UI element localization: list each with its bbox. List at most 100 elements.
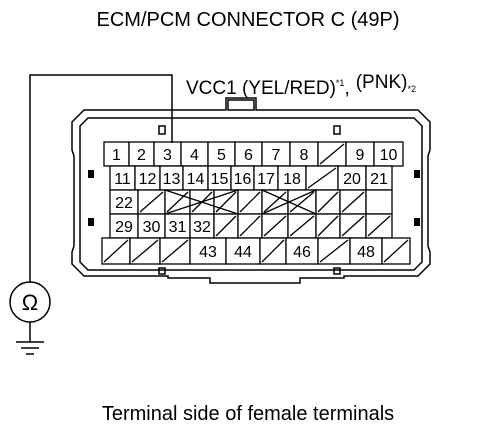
terminal-cell: 30: [137, 213, 166, 239]
empty-terminal-cell: [365, 213, 393, 239]
empty-terminal-cell: [305, 165, 339, 191]
unused-terminal-slash: [131, 239, 159, 263]
terminal-number: 43: [199, 244, 217, 261]
terminal-cell: [365, 189, 393, 215]
empty-terminal-cell: [339, 189, 367, 215]
terminal-cell: 11: [109, 165, 136, 191]
empty-terminal-cell: [159, 237, 191, 265]
terminal-number: 21: [370, 171, 388, 188]
terminal-cell: 12: [134, 165, 161, 191]
terminal-cell: 5: [207, 141, 236, 167]
unused-terminal-slash: [215, 191, 237, 213]
terminal-number: 8: [300, 147, 309, 164]
ohmmeter: Ω: [9, 281, 51, 323]
connector-latches: [88, 170, 420, 226]
empty-terminal-cell: [137, 189, 166, 215]
terminal-number: 13: [163, 171, 181, 188]
terminal-cell: 10: [373, 141, 404, 167]
unused-terminal-slash: [239, 215, 261, 237]
terminal-cell: 29: [109, 213, 139, 239]
terminal-number: 1: [112, 147, 121, 164]
terminal-number: 7: [272, 147, 281, 164]
unused-terminal-slash: [341, 191, 365, 213]
empty-terminal-cell: [287, 213, 317, 239]
cell-frame: [134, 165, 161, 191]
terminal-cell: 18: [277, 165, 307, 191]
terminal-cell: 16: [230, 165, 255, 191]
unused-terminal-slash: [263, 191, 287, 213]
terminal-number: 5: [217, 147, 226, 164]
terminal-cell: 6: [234, 141, 263, 167]
terminal-cell: 46: [285, 237, 319, 265]
terminal-cell: 2: [128, 141, 155, 167]
probe-note-2: *2: [407, 84, 416, 94]
terminal-number: 44: [234, 244, 252, 261]
terminal-number: 29: [115, 219, 133, 236]
cell-frame: [109, 165, 136, 191]
unused-terminal-slash: [215, 215, 237, 237]
terminal-number: 20: [343, 171, 361, 188]
empty-terminal-cell: [129, 237, 161, 265]
probe-label: VCC1 (YEL/RED)*1,(PNK)*2: [186, 72, 416, 99]
terminal-cell: 20: [337, 165, 367, 191]
terminal-number: 17: [257, 171, 275, 188]
terminal-cell: 17: [253, 165, 279, 191]
unused-cavity-cross: [164, 189, 239, 215]
unused-cavity-cross: [261, 189, 317, 215]
cell-frame: [349, 237, 383, 265]
terminal-cell: 31: [164, 213, 191, 239]
terminal-number: 2: [137, 147, 146, 164]
terminal-cell: 9: [345, 141, 375, 167]
terminal-number: 22: [115, 195, 133, 212]
unused-terminal-slash: [317, 191, 339, 213]
cell-frame: [109, 189, 139, 215]
empty-terminal-cell: [317, 237, 351, 265]
unused-terminal-slash: [289, 215, 315, 237]
unused-terminal-slash: [367, 215, 391, 237]
cell-frame: [137, 213, 166, 239]
cell-frame: [234, 141, 263, 167]
terminal-number: 30: [143, 219, 161, 236]
probe-wire-main: VCC1 (YEL/RED): [186, 78, 336, 99]
empty-terminal-cell: [315, 213, 341, 239]
unused-terminal-slash: [289, 191, 315, 213]
terminal-cell: 48: [349, 237, 383, 265]
empty-terminal-cell: [339, 213, 367, 239]
terminal-cell: 3: [153, 141, 182, 167]
cell-frame: [261, 141, 291, 167]
terminal-number: 10: [380, 147, 398, 164]
unused-terminal-slash: [341, 215, 365, 237]
cell-frame: [207, 141, 236, 167]
unused-terminal-slash: [319, 239, 349, 263]
cell-frame: [180, 141, 209, 167]
cell-frame: [277, 165, 307, 191]
terminal-number: 14: [187, 171, 205, 188]
terminal-cell: 32: [189, 213, 215, 239]
unused-terminal-slash: [307, 167, 337, 189]
unused-terminal-slash: [261, 239, 285, 263]
unused-terminal-slash: [161, 239, 189, 263]
terminal-cell: 1: [103, 141, 130, 167]
cell-frame: [285, 237, 319, 265]
terminal-cell: 15: [207, 165, 232, 191]
terminal-number: 4: [190, 147, 199, 164]
empty-terminal-cell: [315, 189, 341, 215]
empty-terminal-cell: [237, 213, 263, 239]
terminal-cell: 21: [365, 165, 393, 191]
cell-frame: [189, 237, 227, 265]
unused-terminal-slash: [239, 191, 261, 213]
empty-terminal-cell: [213, 213, 239, 239]
unused-terminal-slash: [317, 215, 339, 237]
terminal-cell: 8: [289, 141, 319, 167]
terminal-cell: 7: [261, 141, 291, 167]
terminal-number: 48: [357, 244, 375, 261]
empty-terminal-cell: [101, 237, 131, 265]
probe-wire: [29, 74, 173, 342]
unused-terminal-slash: [166, 191, 189, 213]
terminal-cell: 43: [189, 237, 227, 265]
cell-frame: [128, 141, 155, 167]
terminal-number: 6: [244, 147, 253, 164]
terminal-number: 12: [139, 171, 157, 188]
probe-wire-alt: (PNK): [356, 72, 408, 93]
